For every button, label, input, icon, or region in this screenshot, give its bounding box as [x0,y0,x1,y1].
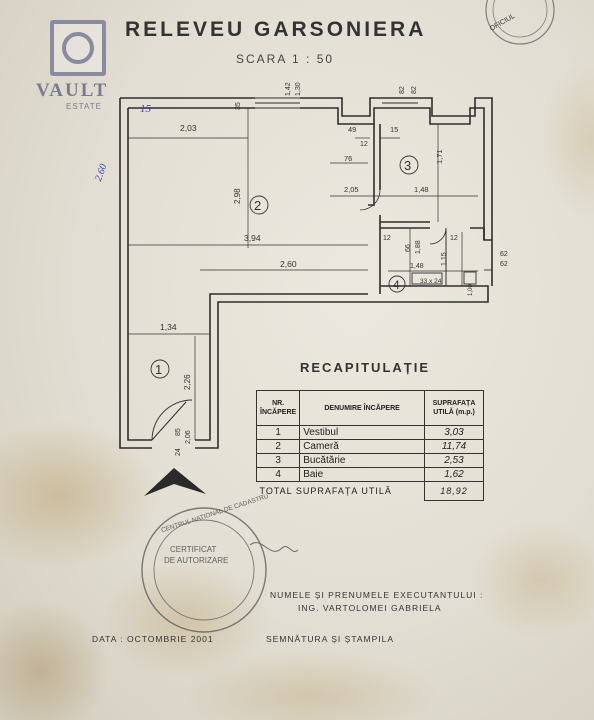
walls [119,97,493,449]
room-number: 2 [254,198,261,213]
row-area: 1,62 [424,467,484,482]
dim-label: 82 [399,86,406,94]
logo-sub: ESTATE [66,102,102,111]
dim-label: 1,15 [441,252,448,266]
dim-label: 1,34 [160,322,177,332]
dim-label: 76 [344,154,352,163]
room-number: 1 [155,362,162,377]
water-stain [470,520,594,640]
row-name: Cameră [299,439,425,454]
stamp-text: DE AUTORIZARE [164,556,228,565]
official-stamp: CERTIFICAT DE AUTORIZARE CENTRUL NATIONA… [141,493,299,633]
row-name: Vestibul [299,425,425,440]
top-stamp-text: OFICIUL [489,13,517,33]
dim-label: 12 [450,235,458,242]
row-nr: 3 [255,453,301,468]
row-area: 11,74 [424,439,484,454]
scale-label: SCARA 1 : 50 [236,52,335,66]
handwritten-note: 2.60 [93,163,109,183]
dim-label: 82 [411,86,418,94]
total-label: TOTAL SUPRAFAȚA UTILĂ [256,481,425,501]
signature-label: SEMNĂTURA ȘI ȘTAMPILA [266,634,395,644]
date-label: DATA : OCTOMBRIE 2001 [92,634,214,644]
dim-label: 2,98 [233,188,242,204]
row-nr: 1 [255,425,301,440]
row-name: Baie [299,467,425,482]
dim-label: 62 [500,251,508,258]
dim-label: 3,94 [244,233,261,243]
dim-label: 1,48 [410,263,424,270]
dimension-lines [128,108,478,440]
row-nr: 2 [255,439,301,454]
vault-door-icon [50,20,106,76]
dim-label: 1,00 [468,284,474,296]
dimension-labels: 2,03 35 1,42 1,30 82 82 49 15 12 1,71 2,… [160,82,508,456]
stamp-text: CERTIFICAT [170,545,216,554]
dim-label: 1,42 [285,82,292,96]
row-name: Bucătărie [299,453,425,468]
room-markers: 2 3 4 1 [150,155,419,379]
dim-label: 66 [405,244,412,252]
dim-label: 62 [500,261,508,268]
table-header-row: NR. ÎNCĂPERE DENUMIRE ÎNCĂPERE SUPRAFAȚA… [255,390,484,426]
dim-label: 1,71 [435,149,444,164]
dim-label: 2,06 [185,430,192,444]
table-row: 2 Cameră 11,74 [255,439,484,454]
room-number: 3 [404,158,411,173]
vault-estate-logo: VAULT ESTATE [36,18,126,118]
dim-label: 49 [348,125,356,134]
water-stain [180,650,440,720]
dim-label: 85 [175,428,182,436]
dim-label: 1,88 [415,240,422,254]
table-row: 4 Baie 1,62 [255,467,484,482]
row-nr: 4 [255,467,301,482]
dim-label: 1,48 [414,185,429,194]
dim-label: 15 [390,125,398,134]
recap-title: RECAPITULAȚIE [300,360,430,375]
dim-label: 12 [383,235,391,242]
row-area: 2,53 [424,453,484,468]
dim-label: 24 [175,448,182,456]
dim-label: 2,60 [280,259,297,269]
header-name: DENUMIRE ÎNCĂPERE [299,390,425,426]
table-row: 1 Vestibul 3,03 [255,425,484,440]
room-number: 4 [393,278,400,292]
total-value: 18,92 [424,481,484,501]
dim-label: 35 [235,102,242,110]
dim-label: 33 x 24 [420,278,442,285]
executant-label: NUMELE ȘI PRENUMELE EXECUTANTULUI : [270,590,484,600]
row-area: 3,03 [424,425,484,440]
water-stain [0,420,160,570]
dim-label: 1,30 [295,82,302,96]
top-stamp: OFICIUL [485,0,555,45]
recap-table: NR. ÎNCĂPERE DENUMIRE ÎNCĂPERE SUPRAFAȚA… [255,390,484,501]
dim-label: 2,05 [344,185,359,194]
header-nr: NR. ÎNCĂPERE [255,390,301,426]
logo-word: VAULT [36,80,109,101]
page-title: RELEVEU GARSONIERA [125,18,427,41]
north-arrow-icon [144,468,206,496]
dim-label: 12 [360,141,368,148]
dim-label: 2,26 [183,374,192,390]
table-row: 3 Bucătărie 2,53 [255,453,484,468]
dim-label: 2,03 [180,123,197,133]
handwritten-note: 15 [140,103,152,115]
total-row: TOTAL SUPRAFAȚA UTILĂ 18,92 [256,481,484,501]
executant-name: ING. VARTOLOMEI GABRIELA [298,603,442,613]
header-area: SUPRAFAȚA UTILĂ (m.p.) [424,390,484,426]
